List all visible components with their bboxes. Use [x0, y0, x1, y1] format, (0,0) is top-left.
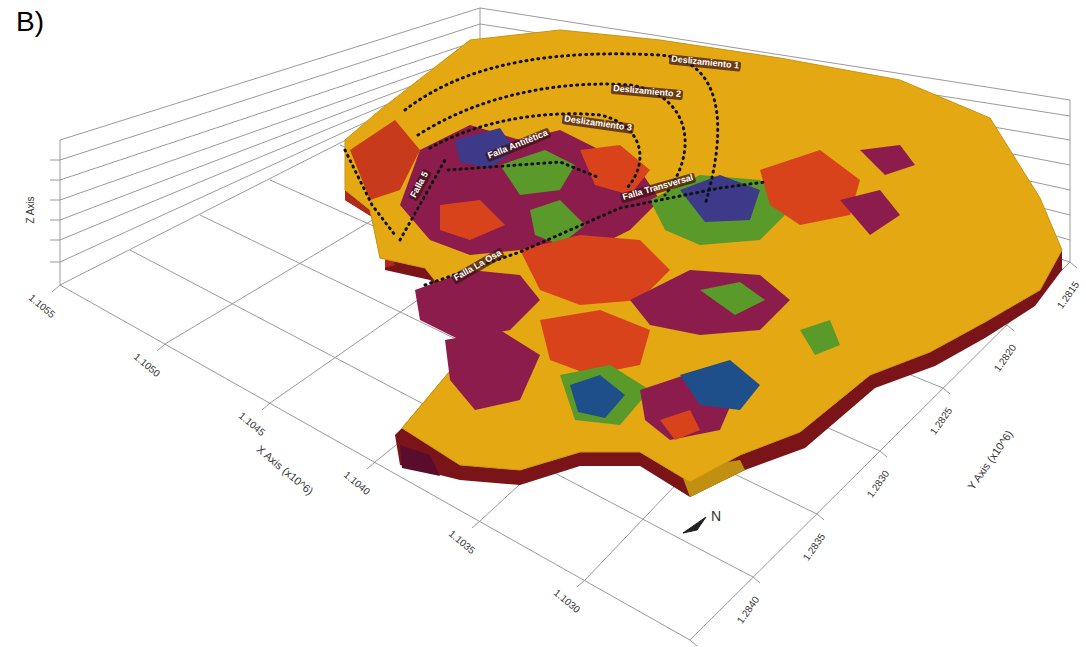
tick-label: 1.2835: [801, 531, 828, 562]
tick-label: 1.1035: [447, 528, 478, 556]
tick-label: 1.2840: [735, 594, 762, 625]
tick-label: 1.1050: [132, 351, 163, 379]
axis-title: Z Axis: [25, 196, 36, 223]
lithology-patches: [350, 120, 915, 440]
axis-box: [50, 8, 1077, 646]
tick-label: 1.1055: [27, 292, 58, 320]
tick-label: 1.1045: [237, 410, 268, 438]
slide-fault-traces: [345, 54, 765, 285]
north-arrow: [683, 517, 706, 533]
tick-label: 1.2815: [1055, 279, 1082, 310]
panel-letter: B): [16, 7, 44, 38]
axis-title: Y Axis (x10^6): [965, 428, 1015, 492]
compass-label: N: [711, 509, 721, 524]
tick-label: 1.2830: [865, 468, 892, 499]
model-surface: [345, 30, 1062, 482]
tick-label: 1.2825: [928, 405, 955, 436]
tick-label: 1.2820: [992, 342, 1019, 373]
tick-label: 1.1040: [342, 469, 373, 497]
tick-label: 1.1030: [552, 587, 583, 615]
axis-title: X Axis (x10^6): [254, 443, 315, 497]
